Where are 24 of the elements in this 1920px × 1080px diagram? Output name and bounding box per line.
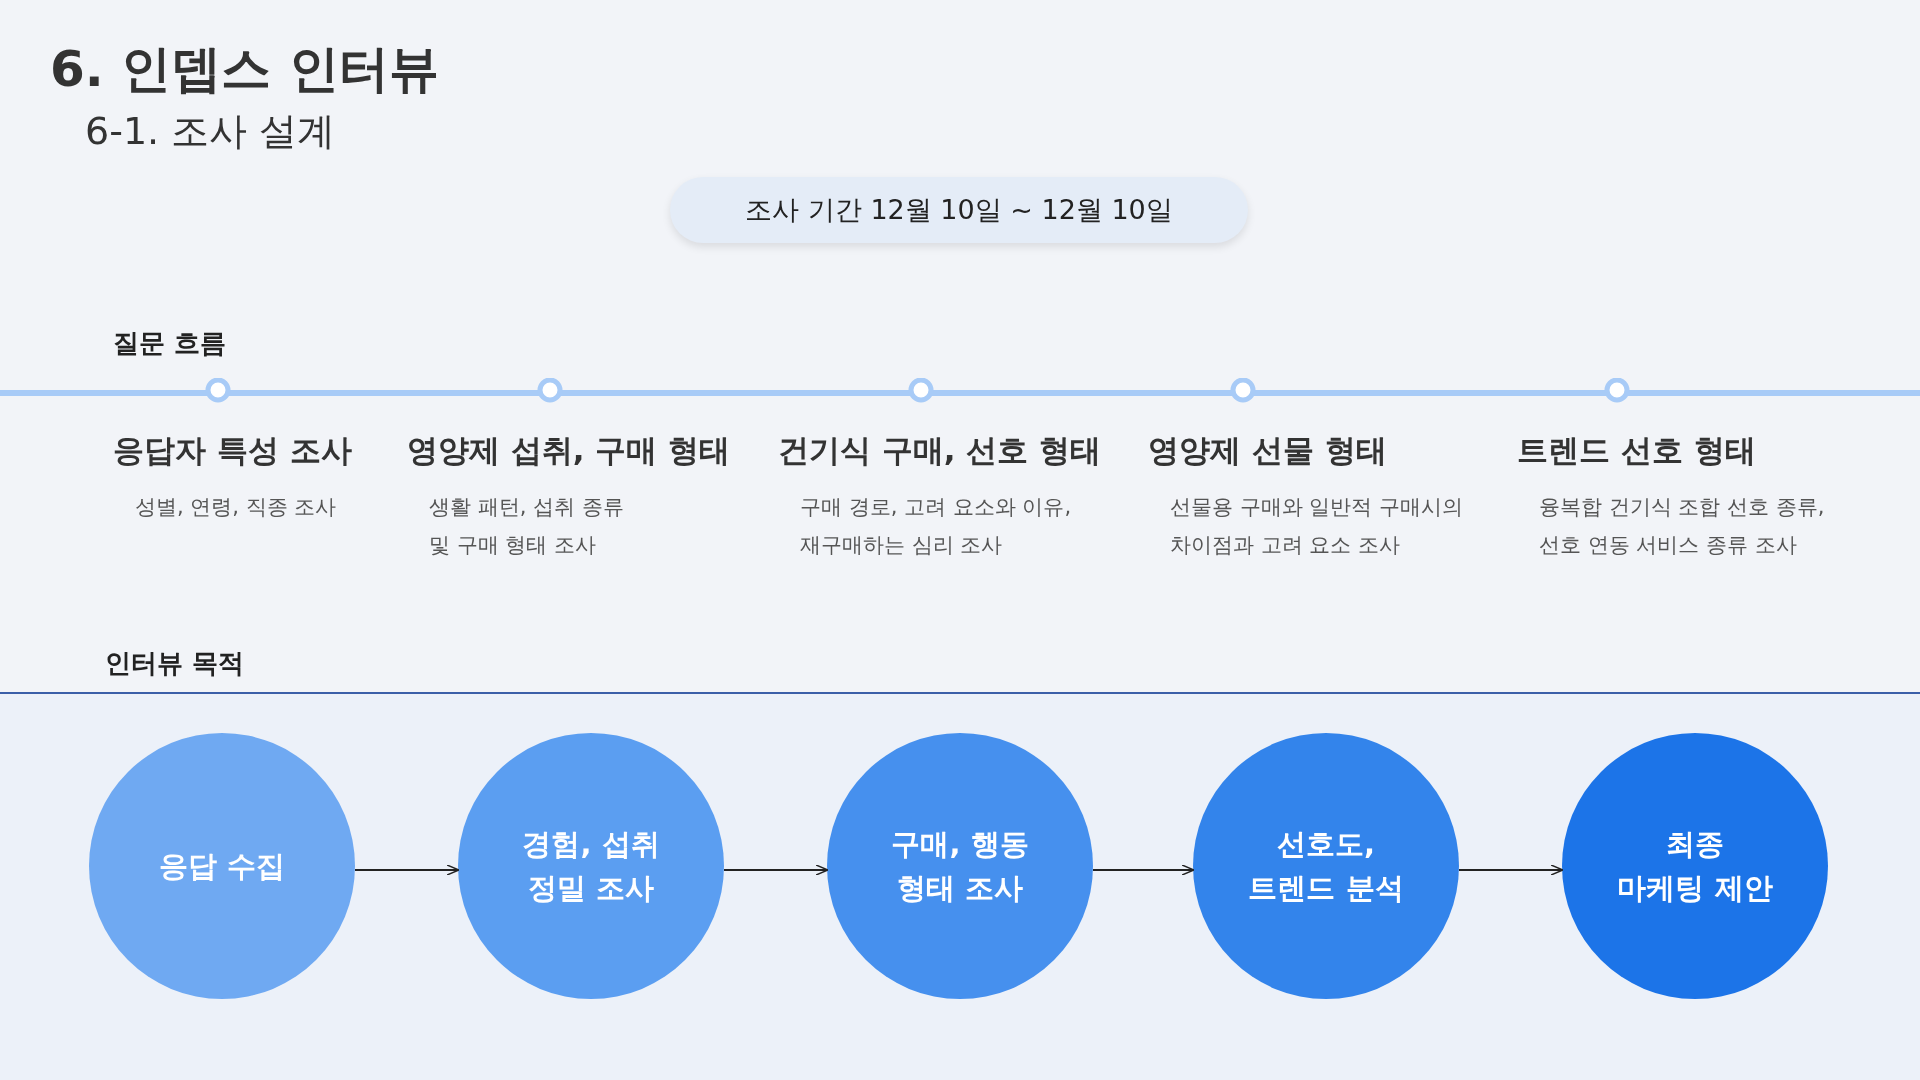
step-description: 성별, 연령, 직종 조사 (135, 494, 337, 521)
goal-text: 구매, 행동 형태 조사 (891, 826, 1029, 907)
goal-text: 응답 수집 (158, 848, 286, 885)
section-label: 질문 흐름 (113, 327, 227, 360)
step-description: 선물용 구매와 일반적 구매시의 차이점과 고려 요소 조사 (1170, 494, 1464, 559)
date-pill: 조사 기간 12월 10일 ~ 12월 10일 (670, 177, 1248, 243)
step-description: 구매 경로, 고려 요소와 이유, 재구매하는 심리 조사 (800, 494, 1072, 559)
step-heading: 트렌드 선호 형태 (1517, 431, 1756, 470)
goal-text: 선호도, 트렌드 분석 (1248, 826, 1404, 907)
arrow (1092, 864, 1195, 876)
step-heading: 영양제 섭취, 구매 형태 (407, 431, 731, 470)
step-heading: 영양제 선물 형태 (1148, 431, 1387, 470)
subtitle: 6-1. 조사 설계 (85, 108, 336, 155)
arrow (723, 864, 829, 876)
arrow (1458, 864, 1564, 876)
section-label: 인터뷰 목적 (105, 647, 245, 680)
page-title: 6. 인뎁스 인터뷰 (50, 39, 439, 100)
arrow (354, 864, 460, 876)
step-heading: 건기식 구매, 선호 형태 (778, 431, 1102, 470)
step-heading: 응답자 특성 조사 (113, 431, 352, 470)
goal-text: 경험, 섭취 정밀 조사 (522, 826, 660, 907)
step-description: 생활 패턴, 섭취 종류 및 구매 형태 조사 (429, 494, 624, 559)
step-description: 융복합 건기식 조합 선호 종류, 선호 연동 서비스 종류 조사 (1539, 494, 1825, 559)
goal-text: 최종 마케팅 제안 (1617, 826, 1773, 907)
